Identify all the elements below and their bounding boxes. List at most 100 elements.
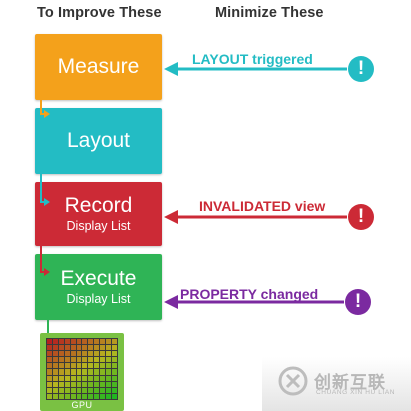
gpu-core-cell [52, 345, 58, 351]
gpu-core-cell [100, 387, 106, 393]
gpu-core-cell [64, 375, 70, 381]
exclamation-icon: ! [348, 204, 374, 230]
watermark-logo-icon [278, 366, 308, 396]
gpu-core-cell [70, 375, 76, 381]
gpu-core-cell [64, 345, 70, 351]
gpu-core-cell [82, 375, 88, 381]
gpu-core-cell [82, 381, 88, 387]
gpu-core-cell [58, 387, 64, 393]
gpu-core-cell [52, 357, 58, 363]
gpu-core-cell [58, 357, 64, 363]
gpu-core-cell [88, 363, 94, 369]
gpu-core-cell [47, 357, 52, 363]
gpu-core-cell [76, 375, 82, 381]
gpu-core-cell [47, 381, 52, 387]
gpu-core-cell [94, 357, 100, 363]
gpu-core-cell [64, 351, 70, 357]
execute-stage-box: Execute Display List [35, 254, 162, 320]
gpu-core-cell [88, 375, 94, 381]
invalidated-view-label: INVALIDATED view [199, 198, 326, 214]
gpu-core-cell [47, 369, 52, 375]
gpu-core-cell [52, 393, 58, 399]
gpu-core-cell [100, 351, 106, 357]
gpu-core-cell [88, 381, 94, 387]
gpu-core-cell [94, 393, 100, 399]
gpu-core-cell [100, 345, 106, 351]
gpu-core-cell [70, 351, 76, 357]
gpu-core-grid [46, 338, 118, 400]
gpu-core-cell [112, 387, 117, 393]
execute-stage-sublabel: Display List [66, 292, 131, 306]
gpu-core-cell [106, 393, 112, 399]
gpu-core-cell [76, 393, 82, 399]
gpu-core-cell [76, 363, 82, 369]
gpu-core-cell [100, 339, 106, 345]
gpu-core-cell [106, 351, 112, 357]
gpu-core-cell [52, 369, 58, 375]
gpu-core-cell [64, 357, 70, 363]
gpu-core-cell [76, 345, 82, 351]
watermark-pinyin-text: CHUANG XIN HU LIAN [316, 389, 396, 396]
gpu-core-cell [82, 363, 88, 369]
gpu-core-cell [106, 339, 112, 345]
gpu-core-cell [76, 351, 82, 357]
watermark-backdrop [262, 357, 411, 411]
gpu-core-cell [106, 369, 112, 375]
gpu-core-cell [70, 381, 76, 387]
gpu-core-cell [112, 375, 117, 381]
gpu-core-cell [88, 393, 94, 399]
gpu-core-cell [112, 369, 117, 375]
gpu-core-cell [100, 357, 106, 363]
gpu-core-cell [76, 381, 82, 387]
gpu-core-cell [52, 387, 58, 393]
gpu-core-cell [100, 381, 106, 387]
layout-stage-box: Layout [35, 108, 162, 174]
gpu-core-cell [47, 351, 52, 357]
gpu-core-cell [106, 387, 112, 393]
gpu-core-cell [70, 363, 76, 369]
gpu-core-cell [52, 339, 58, 345]
gpu-core-cell [64, 369, 70, 375]
gpu-core-cell [82, 369, 88, 375]
gpu-core-cell [70, 345, 76, 351]
gpu-core-cell [82, 351, 88, 357]
gpu-core-cell [58, 375, 64, 381]
gpu-core-cell [70, 369, 76, 375]
gpu-core-cell [58, 363, 64, 369]
gpu-core-cell [64, 363, 70, 369]
gpu-core-cell [58, 369, 64, 375]
exclamation-icon: ! [348, 56, 374, 82]
layout-triggered-label: LAYOUT triggered [192, 51, 313, 67]
gpu-core-cell [58, 339, 64, 345]
record-stage-label: Record [64, 194, 133, 217]
gpu-core-cell [76, 357, 82, 363]
gpu-core-cell [64, 339, 70, 345]
gpu-core-cell [112, 357, 117, 363]
gpu-core-cell [47, 339, 52, 345]
gpu-core-cell [100, 393, 106, 399]
gpu-core-cell [94, 339, 100, 345]
gpu-core-cell [52, 375, 58, 381]
gpu-core-cell [112, 351, 117, 357]
gpu-core-cell [88, 339, 94, 345]
gpu-core-cell [88, 345, 94, 351]
gpu-core-cell [82, 357, 88, 363]
gpu-core-cell [64, 393, 70, 399]
record-stage-sublabel: Display List [66, 219, 131, 233]
gpu-core-cell [70, 393, 76, 399]
gpu-core-cell [70, 357, 76, 363]
gpu-core-cell [94, 351, 100, 357]
gpu-core-cell [64, 381, 70, 387]
measure-stage-box: Measure [35, 34, 162, 100]
watermark-chinese-text: 创新互联 [314, 373, 386, 392]
gpu-core-cell [106, 363, 112, 369]
gpu-core-cell [106, 357, 112, 363]
gpu-label: GPU [71, 400, 93, 410]
gpu-chip-icon: GPU [40, 333, 124, 411]
gpu-core-cell [82, 387, 88, 393]
gpu-core-cell [112, 339, 117, 345]
gpu-core-cell [82, 345, 88, 351]
execute-stage-label: Execute [60, 267, 137, 290]
gpu-core-cell [100, 375, 106, 381]
gpu-core-cell [94, 363, 100, 369]
